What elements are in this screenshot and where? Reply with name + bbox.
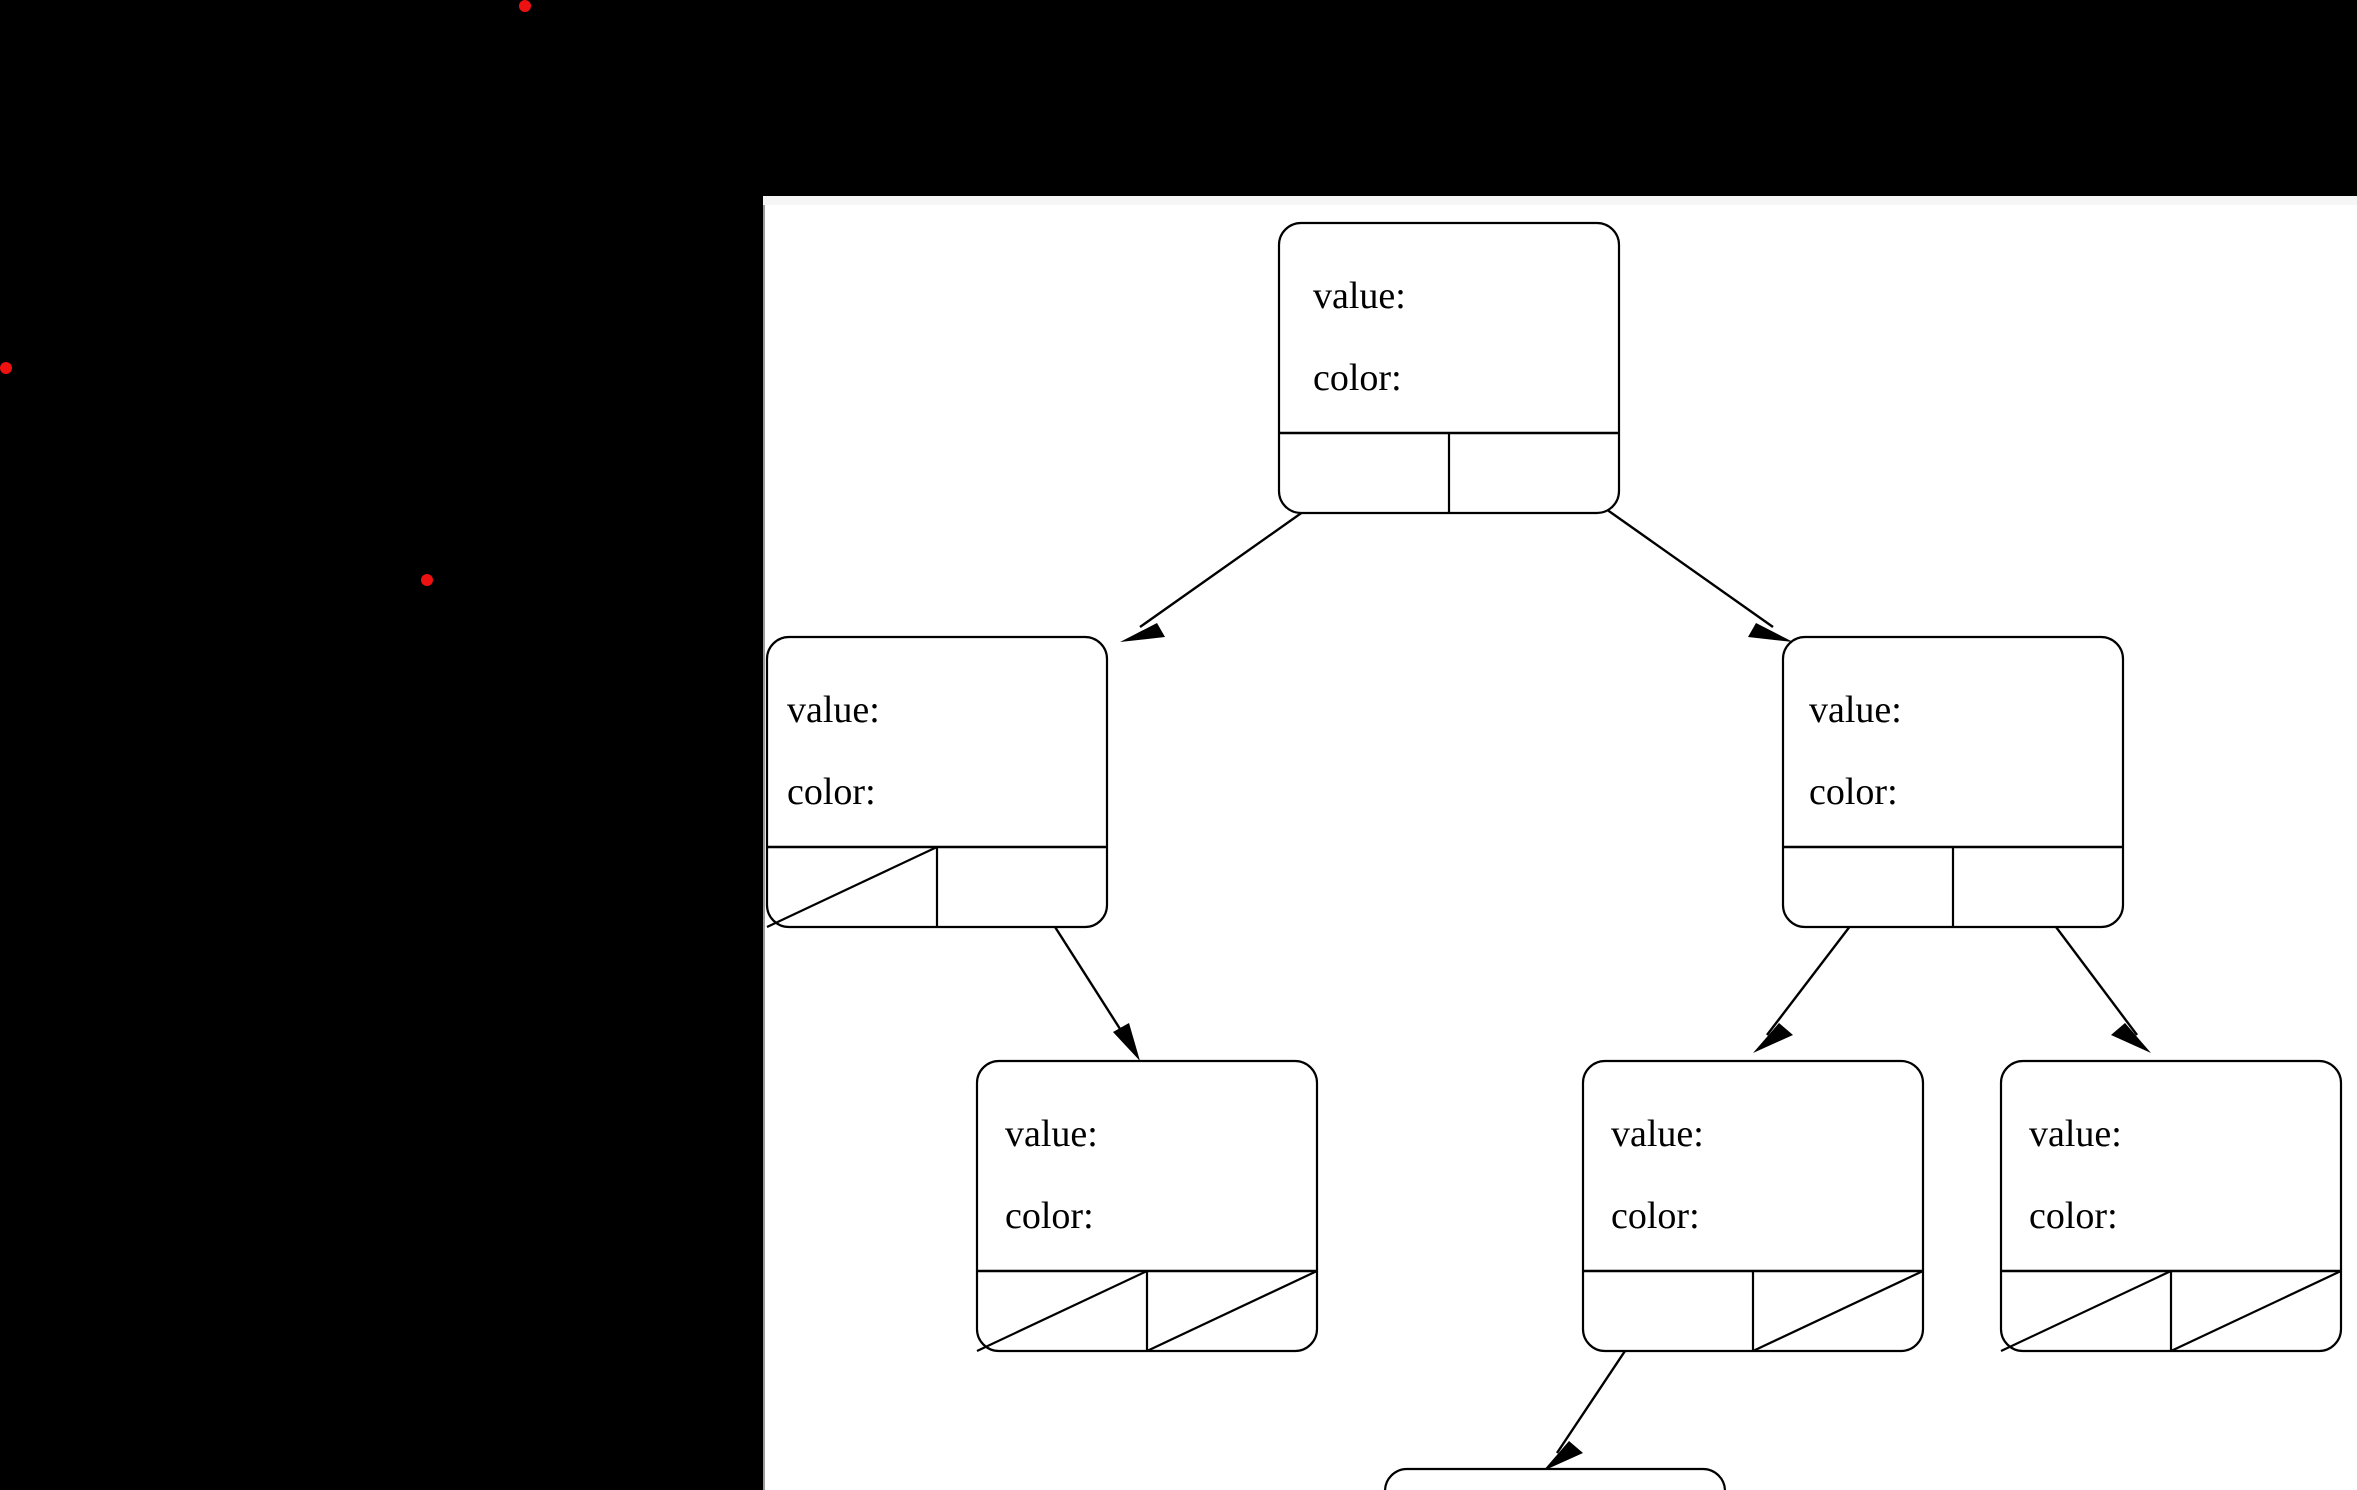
node-value-label: value: (1313, 275, 1406, 317)
tree-node-right[interactable]: value: color: (1781, 635, 2125, 929)
node-value-label: value: (1809, 689, 1902, 731)
node-value-label: value: (787, 689, 880, 731)
node-value-label: value: (1005, 1113, 1098, 1155)
tree-node-root[interactable]: value: color: (1277, 221, 1621, 515)
nil-slash-right (1752, 1270, 1924, 1352)
node-color-label: color: (1611, 1195, 1700, 1237)
nil-slash-left (766, 846, 938, 928)
tree-node-left[interactable]: value: color: (765, 635, 1109, 929)
tree-node-right-left[interactable]: value: color: (1581, 1059, 1925, 1353)
marker-dot-middle (421, 574, 433, 586)
node-color-label: color: (1809, 771, 1898, 813)
tree-node-right-right[interactable]: value: color: (1999, 1059, 2343, 1353)
marker-dot-left (0, 362, 12, 374)
tree-node-right-left-left[interactable]: value: color: (1383, 1467, 1727, 1490)
node-color-label: color: (787, 771, 876, 813)
tree-node-left-right[interactable]: value: color: (975, 1059, 1319, 1353)
nil-slash-right (2170, 1270, 2342, 1352)
nil-slash-left (976, 1270, 1148, 1352)
tree-diagram: value: color: value: color: value: color… (765, 221, 2343, 1490)
marker-dot-top (519, 0, 531, 12)
nil-slash-right (1146, 1270, 1318, 1352)
nil-slash-left (2000, 1270, 2172, 1352)
node-value-label: value: (2029, 1113, 2122, 1155)
node-color-label: color: (2029, 1195, 2118, 1237)
node-value-label: value: (1611, 1113, 1704, 1155)
document-canvas[interactable]: value: color: value: color: value: color… (763, 205, 2357, 1490)
node-color-label: color: (1313, 357, 1402, 399)
node-color-label: color: (1005, 1195, 1094, 1237)
